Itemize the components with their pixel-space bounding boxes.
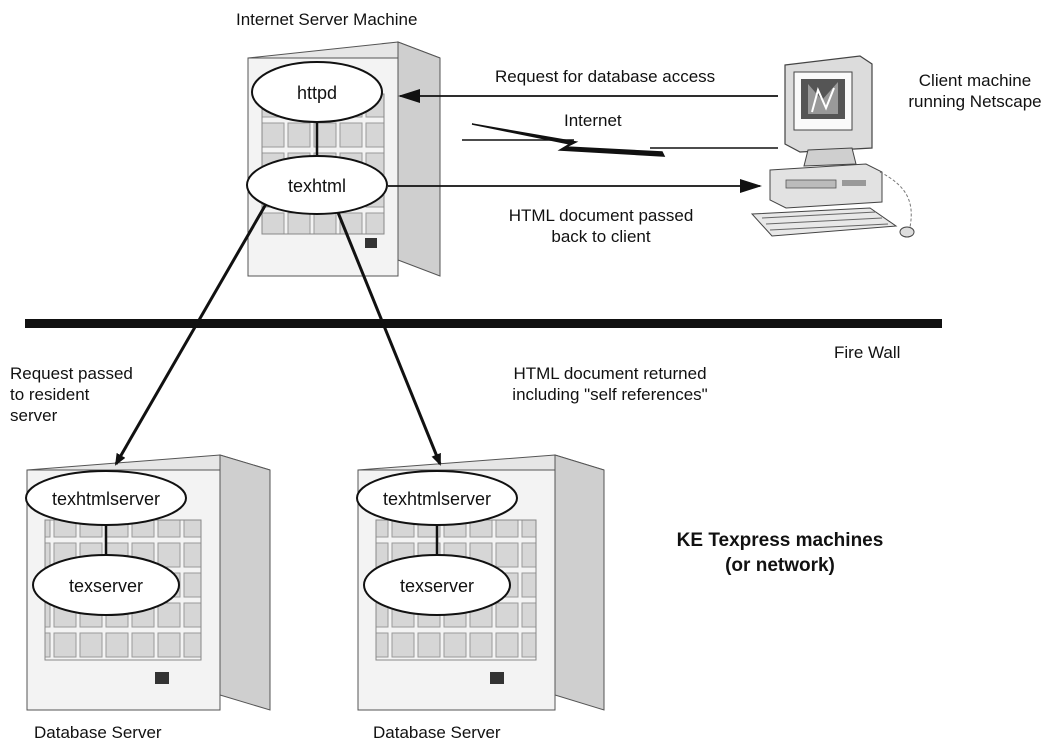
- node-texserver-2: texserver: [363, 554, 511, 616]
- html-returned-label: HTML document returned including "self r…: [470, 363, 750, 405]
- db-server-2-label: Database Server: [373, 723, 501, 742]
- client-computer: [750, 55, 915, 238]
- firewall-label: Fire Wall: [834, 343, 901, 362]
- request-passed-label: Request passed to resident server: [10, 363, 133, 426]
- node-texhtml: texhtml: [246, 155, 388, 215]
- client-line-2: running Netscape: [908, 92, 1042, 111]
- html-back-label: HTML document passed back to client: [476, 205, 726, 247]
- node-httpd-label: httpd: [297, 83, 337, 103]
- node-texhtmlserver-1-label: texhtmlserver: [52, 489, 160, 509]
- client-machine-label: Client machine running Netscape: [890, 70, 1060, 112]
- html-returned-line-1: HTML document returned: [513, 364, 707, 383]
- internet-link: [462, 123, 778, 157]
- node-httpd: httpd: [251, 61, 383, 123]
- firewall-line: [25, 319, 942, 328]
- node-texserver-1-label: texserver: [69, 576, 143, 596]
- request-db-label: Request for database access: [495, 67, 716, 86]
- internet-label: Internet: [564, 111, 622, 130]
- ke-line-1: KE Texpress machines: [676, 530, 884, 551]
- node-texhtml-label: texhtml: [288, 176, 346, 196]
- client-line-1: Client machine: [918, 71, 1032, 90]
- request-passed-arrow: [114, 203, 268, 466]
- html-back-line-1: HTML document passed: [508, 206, 694, 225]
- node-texserver-1: texserver: [32, 554, 180, 616]
- html-returned-arrow: [335, 209, 442, 466]
- ke-line-2: (or network): [725, 555, 835, 576]
- node-texserver-2-label: texserver: [400, 576, 474, 596]
- html-back-line-2: back to client: [551, 227, 651, 246]
- html-returned-line-2: including "self references": [512, 385, 708, 404]
- request-passed-line-1: Request passed: [10, 364, 133, 383]
- db-server-1-label: Database Server: [34, 723, 162, 742]
- node-texhtmlserver-1: texhtmlserver: [25, 470, 187, 526]
- request-passed-line-3: server: [10, 406, 58, 425]
- node-texhtmlserver-2-label: texhtmlserver: [383, 489, 491, 509]
- node-texhtmlserver-2: texhtmlserver: [356, 470, 518, 526]
- internet-server-title: Internet Server Machine: [236, 10, 418, 29]
- ke-texpress-label: KE Texpress machines (or network): [640, 528, 920, 578]
- request-passed-line-2: to resident: [10, 385, 90, 404]
